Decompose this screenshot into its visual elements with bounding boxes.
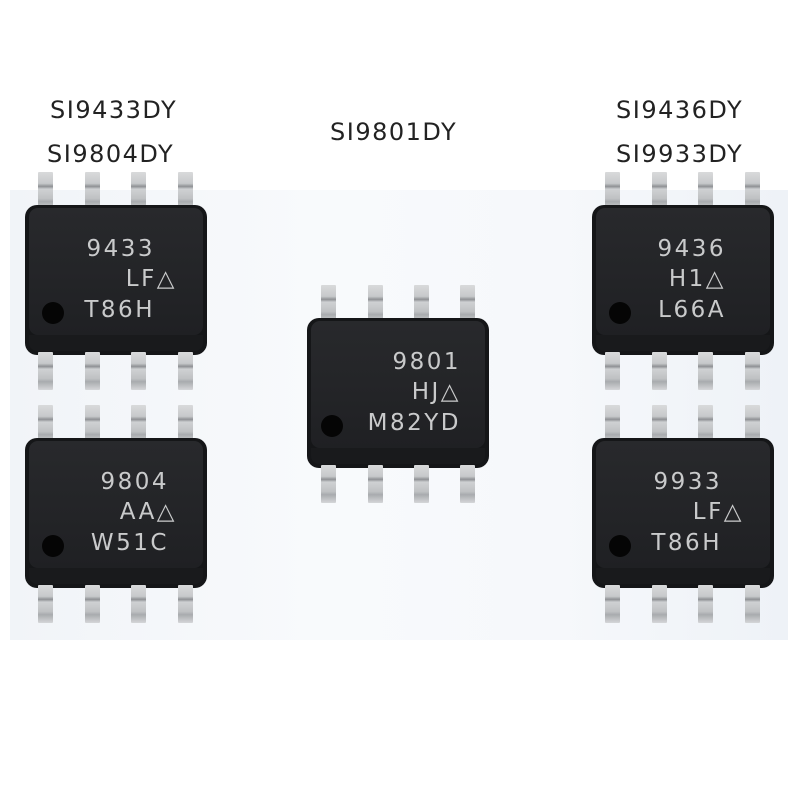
part-label-si9804dy: SI9804DY: [47, 140, 175, 168]
pin: [131, 172, 146, 210]
pin: [38, 585, 53, 623]
marking-line-3: T86H: [84, 297, 155, 323]
part-label-si9933dy: SI9933DY: [616, 140, 744, 168]
pin: [131, 405, 146, 443]
part-label-si9801dy: SI9801DY: [330, 118, 458, 146]
chip-body: 9933 LF△ T86H: [592, 438, 774, 588]
pin: [38, 405, 53, 443]
pin1-dot-marker: [609, 302, 631, 324]
part-label-si9436dy: SI9436DY: [616, 96, 744, 124]
pin1-dot-marker: [42, 302, 64, 324]
pin: [178, 172, 193, 210]
pin: [178, 405, 193, 443]
pin: [698, 405, 713, 443]
pin: [85, 585, 100, 623]
pin: [745, 352, 760, 390]
marking-line-3: M82YD: [367, 410, 461, 436]
pin: [131, 352, 146, 390]
pin: [652, 172, 667, 210]
pin: [460, 285, 475, 323]
pin: [414, 465, 429, 503]
pin: [85, 172, 100, 210]
pin: [85, 405, 100, 443]
pin: [745, 585, 760, 623]
pin: [178, 352, 193, 390]
marking-line-1: 9801: [392, 349, 461, 375]
pin: [745, 172, 760, 210]
pin: [178, 585, 193, 623]
pin: [321, 285, 336, 323]
pin: [605, 585, 620, 623]
chip-body: 9804 AA△ W51C: [25, 438, 207, 588]
pin: [414, 285, 429, 323]
pin: [698, 585, 713, 623]
chip-si9433dy: 9433 LF△ T86H: [25, 172, 207, 392]
marking-line-2: LF△: [692, 499, 744, 525]
pin: [368, 465, 383, 503]
pin: [698, 172, 713, 210]
marking-line-3: W51C: [90, 530, 169, 556]
marking-line-2: H1△: [668, 266, 726, 292]
marking-line-2: AA△: [119, 499, 177, 525]
pin: [652, 585, 667, 623]
pin: [460, 465, 475, 503]
chip-si9804dy: 9804 AA△ W51C: [25, 405, 207, 625]
pin1-dot-marker: [42, 535, 64, 557]
chip-body: 9433 LF△ T86H: [25, 205, 207, 355]
chip-body: 9801 HJ△ M82YD: [307, 318, 489, 468]
marking-line-1: 9433: [86, 236, 155, 262]
marking-line-2: LF△: [125, 266, 177, 292]
pin: [85, 352, 100, 390]
pin1-dot-marker: [609, 535, 631, 557]
pin: [368, 285, 383, 323]
marking-line-3: T86H: [651, 530, 722, 556]
pin: [38, 352, 53, 390]
chip-body: 9436 H1△ L66A: [592, 205, 774, 355]
pin: [605, 405, 620, 443]
chip-si9933dy: 9933 LF△ T86H: [592, 405, 774, 625]
pin: [652, 352, 667, 390]
pin: [652, 405, 667, 443]
pin: [321, 465, 336, 503]
marking-line-3: L66A: [658, 297, 726, 323]
marking-line-1: 9804: [100, 469, 169, 495]
marking-line-2: HJ△: [411, 379, 461, 405]
chip-si9801dy: 9801 HJ△ M82YD: [307, 285, 489, 505]
part-label-si9433dy: SI9433DY: [50, 96, 178, 124]
pin: [605, 172, 620, 210]
chip-si9436dy: 9436 H1△ L66A: [592, 172, 774, 392]
pin: [745, 405, 760, 443]
pin: [38, 172, 53, 210]
pin: [605, 352, 620, 390]
marking-line-1: 9933: [653, 469, 722, 495]
pin: [131, 585, 146, 623]
pin: [698, 352, 713, 390]
pin1-dot-marker: [321, 415, 343, 437]
marking-line-1: 9436: [657, 236, 726, 262]
